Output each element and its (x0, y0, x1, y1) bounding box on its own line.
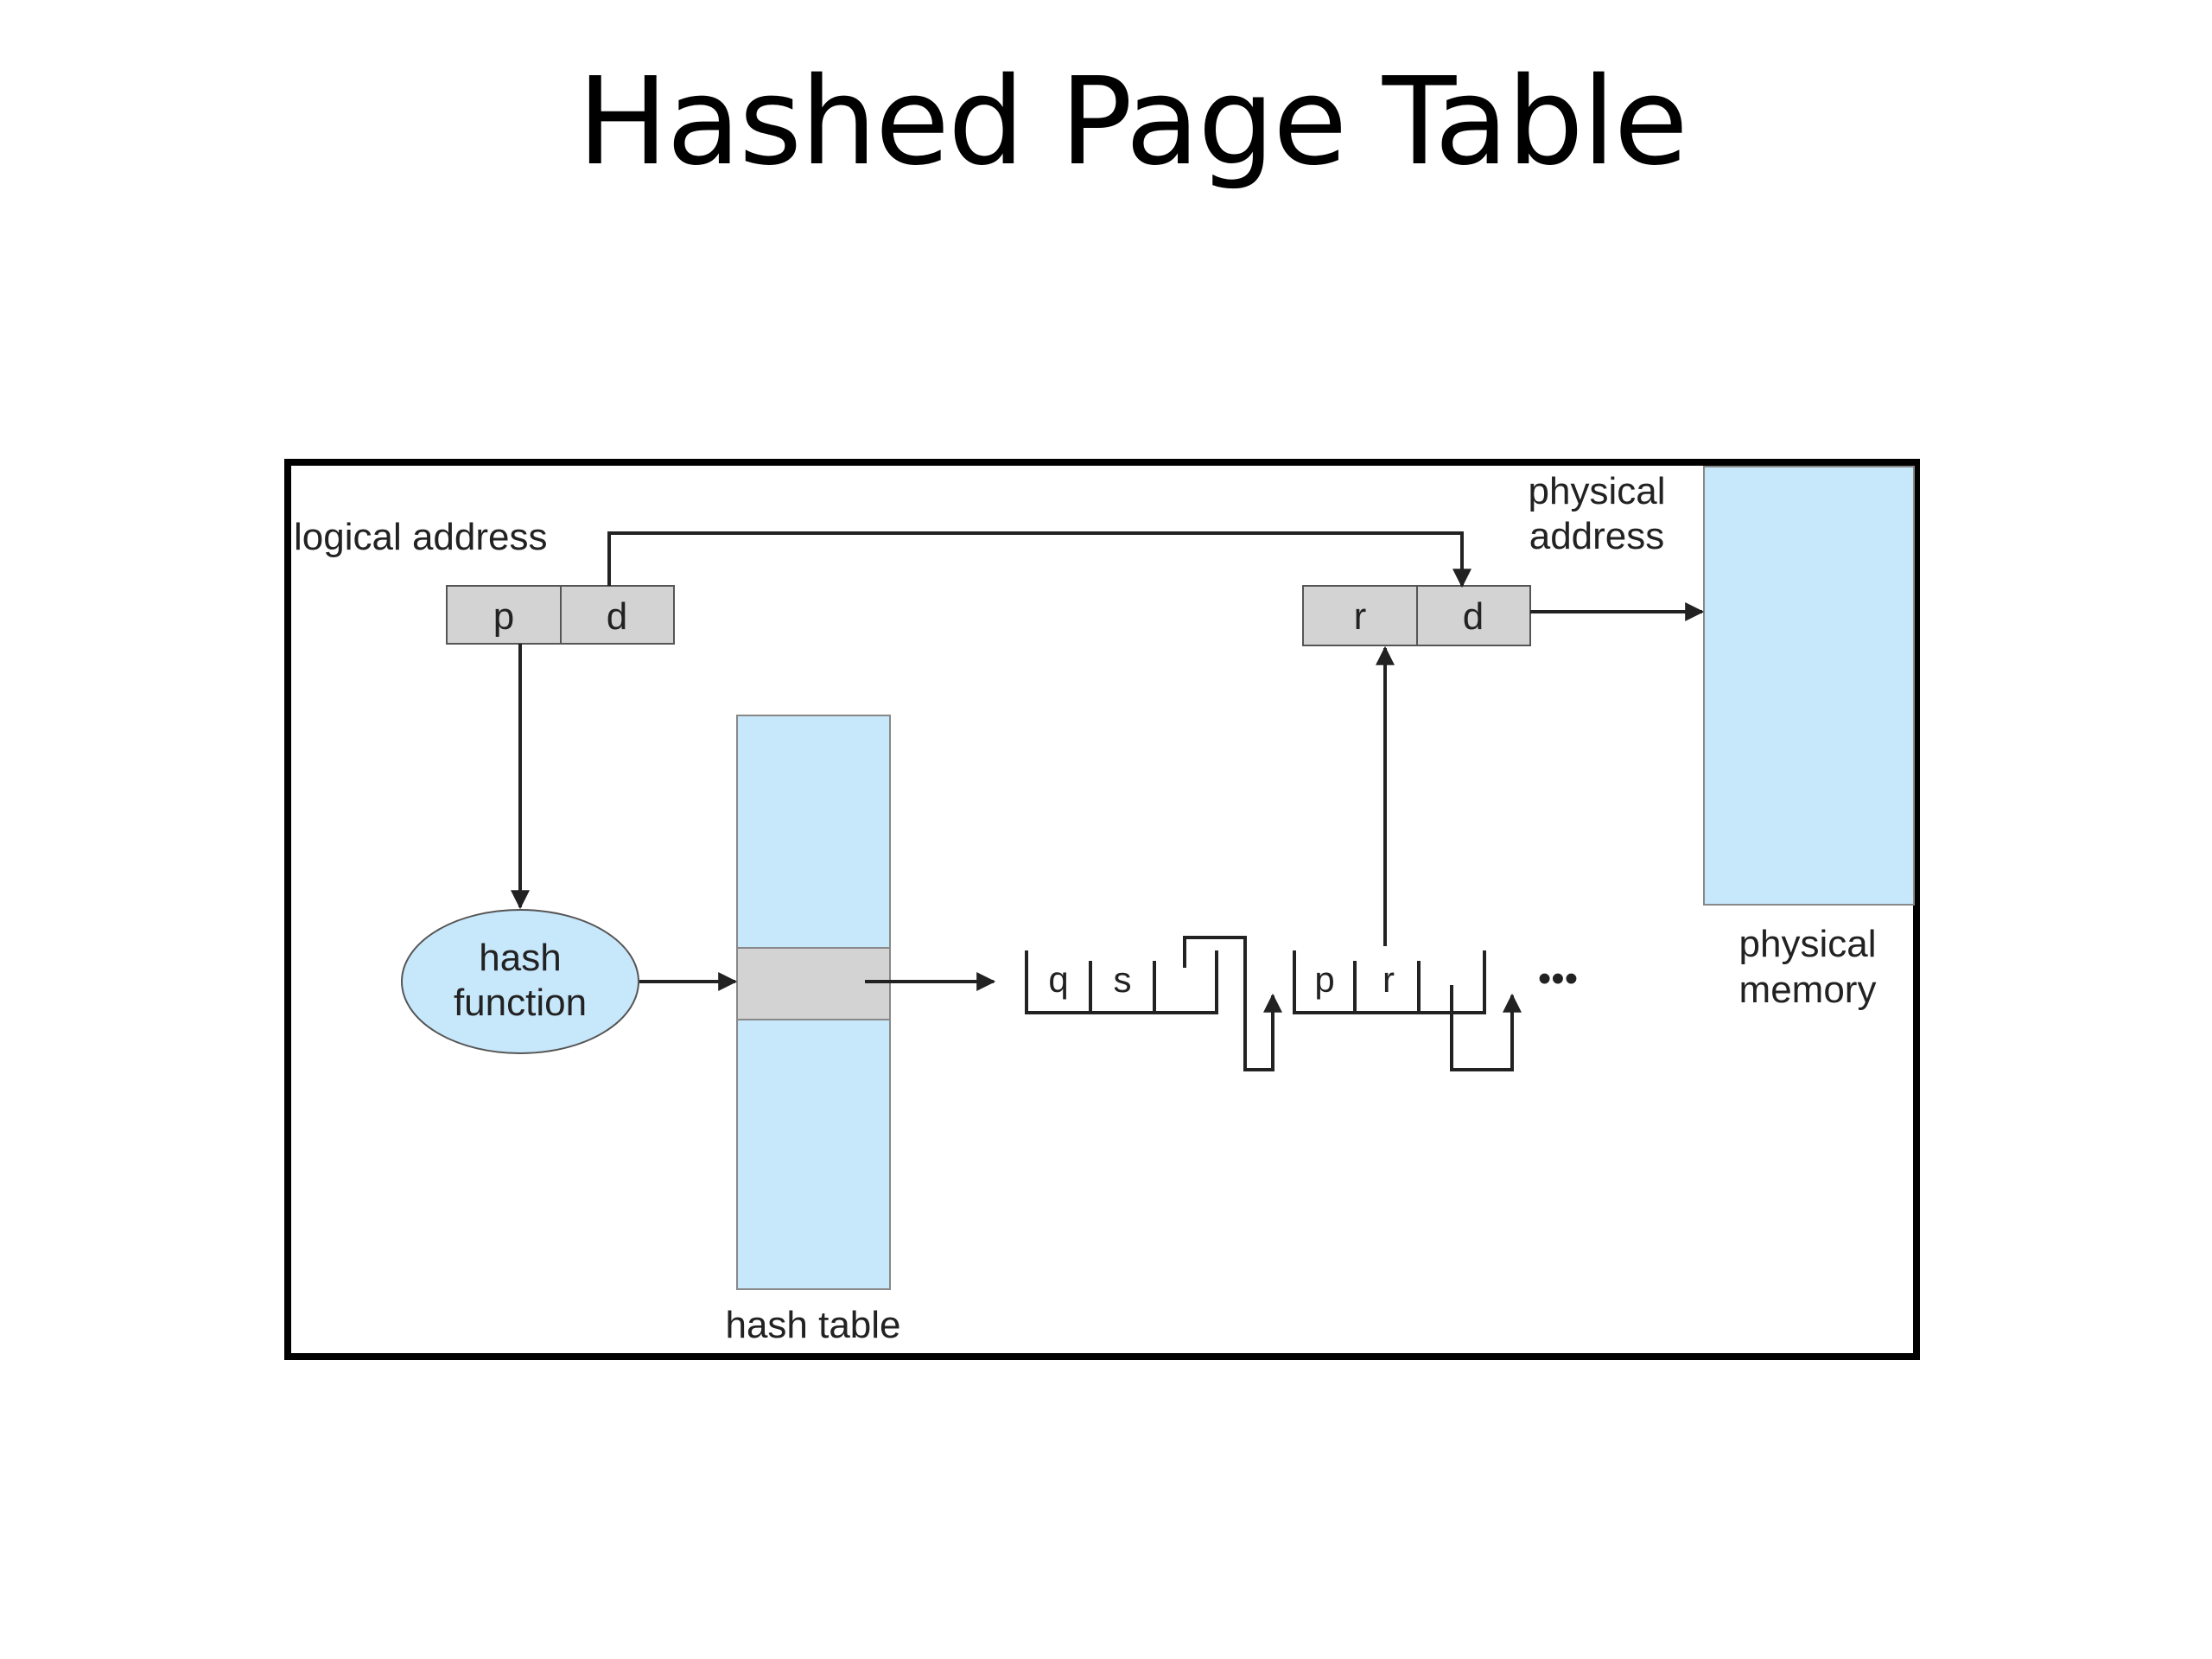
physical-memory-block (1703, 466, 1915, 906)
hash-table (736, 715, 891, 1290)
physical-address-label-line2: address (1529, 515, 1665, 557)
hash-table-selected-entry (736, 947, 891, 1020)
logical-address-field-d (560, 585, 675, 645)
physical-memory-label-line1: physical (1739, 923, 1877, 965)
chain-entry-1-q-text: q (1048, 959, 1068, 1000)
logical-address-d-text: d (607, 595, 627, 638)
chain-entry-2-box (1293, 950, 1486, 1014)
physical-address-r-text: r (1354, 595, 1367, 638)
slide-title: Hashed Page Table (577, 52, 1688, 193)
physical-address-d-text: d (1463, 595, 1484, 638)
logical-address-label: logical address (294, 516, 548, 558)
chain-entry-1-next-hook (1183, 936, 1282, 1071)
diagram-frame (284, 459, 1920, 1360)
hash-table-label: hash table (725, 1304, 900, 1346)
offset-d-arrow (607, 531, 1471, 588)
logical-address-field-p (446, 585, 562, 645)
physical-address-register: r d (1302, 585, 1531, 646)
hash-function-ellipse (401, 909, 639, 1054)
chain-continuation-ellipsis: ••• (1538, 957, 1578, 1000)
physical-address-field-d (1416, 585, 1531, 646)
physical-memory-label-line2: memory (1739, 969, 1877, 1011)
chain-entry-1-s-text: s (1114, 959, 1132, 1000)
chain-entry-2-next-hook (1450, 985, 1522, 1071)
hash-function-label-line1: hash (479, 937, 561, 979)
physical-address-label-line1: physical (1529, 470, 1666, 512)
logical-address-p-text: p (493, 595, 514, 638)
logical-address-register: p d (446, 585, 675, 645)
chain-entry-2-r-text: r (1382, 959, 1395, 1000)
chain-entry-2-p-text: p (1314, 959, 1334, 1000)
chain-entry-1-box (1025, 950, 1218, 1014)
hash-function-label-line2: function (454, 982, 587, 1024)
